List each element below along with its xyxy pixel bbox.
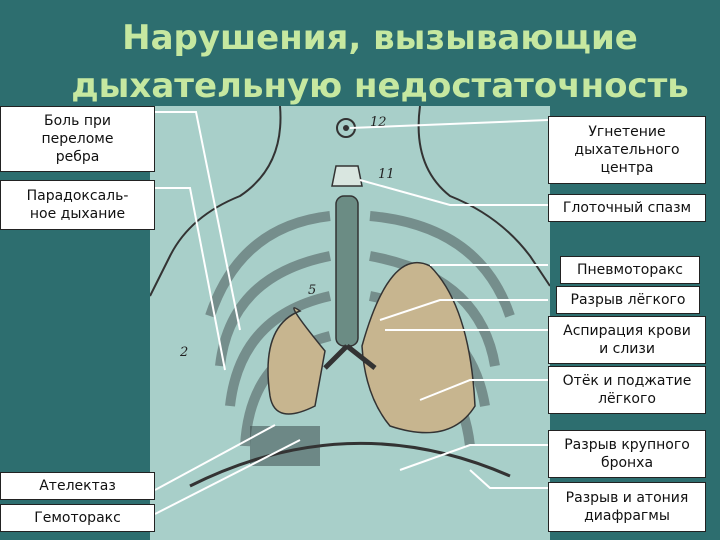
label-blood-mucus-aspiration-text: Аспирация крови и слизи	[563, 323, 691, 357]
label-diaphragm-rupture-atony: Разрыв и атония диафрагмы	[548, 482, 706, 532]
label-pneumothorax-text: Пневмоторакс	[576, 262, 683, 278]
label-lung-edema-compression-text: Отёк и поджатие лёгкого	[562, 373, 692, 407]
bronchi	[323, 344, 377, 370]
label-paradoxical-breathing: Парадоксаль- ное дыхание	[0, 180, 155, 230]
figure-number-2: 2	[179, 345, 188, 360]
label-atelectasis-text: Ателектаз	[39, 478, 116, 494]
label-pharyngeal-spasm-text: Глоточный спазм	[562, 200, 692, 216]
title-line-1: Нарушения, вызывающие	[122, 18, 638, 58]
larynx	[331, 165, 363, 187]
label-paradoxical-breathing-text: Парадоксаль- ное дыхание	[26, 188, 129, 222]
label-hemothorax-text: Гемоторакс	[34, 510, 121, 526]
label-pneumothorax: Пневмоторакс	[560, 256, 700, 284]
label-rib-fracture-pain-text: Боль при переломе ребра	[41, 113, 114, 165]
title-line-2: дыхательную недостаточность	[71, 66, 689, 106]
label-atelectasis: Ателектаз	[0, 472, 155, 500]
label-blood-mucus-aspiration: Аспирация крови и слизи	[548, 316, 706, 364]
label-pharyngeal-spasm: Глоточный спазм	[548, 194, 706, 222]
label-respiratory-center-depression-text: Угнетение дыхательного центра	[574, 124, 680, 176]
label-major-bronchus-rupture: Разрыв крупного бронха	[548, 430, 706, 478]
label-diaphragm-rupture-atony-text: Разрыв и атония диафрагмы	[565, 490, 689, 524]
left-lung	[267, 307, 326, 415]
label-respiratory-center-depression: Угнетение дыхательного центра	[548, 116, 706, 184]
figure-number-5: 5	[308, 283, 316, 298]
label-rib-fracture-pain: Боль при переломе ребра	[0, 106, 155, 172]
trachea	[335, 195, 359, 347]
figure-number-11: 11	[378, 167, 395, 182]
figure-number-12: 12	[370, 115, 387, 130]
label-major-bronchus-rupture-text: Разрыв крупного бронха	[564, 437, 690, 471]
label-hemothorax: Гемоторакс	[0, 504, 155, 532]
chest-anatomy-illustration: 12 11 5 2	[150, 106, 550, 540]
label-lung-rupture-text: Разрыв лёгкого	[570, 292, 686, 308]
label-lung-rupture: Разрыв лёгкого	[556, 286, 700, 314]
label-lung-edema-compression: Отёк и поджатие лёгкого	[548, 366, 706, 414]
